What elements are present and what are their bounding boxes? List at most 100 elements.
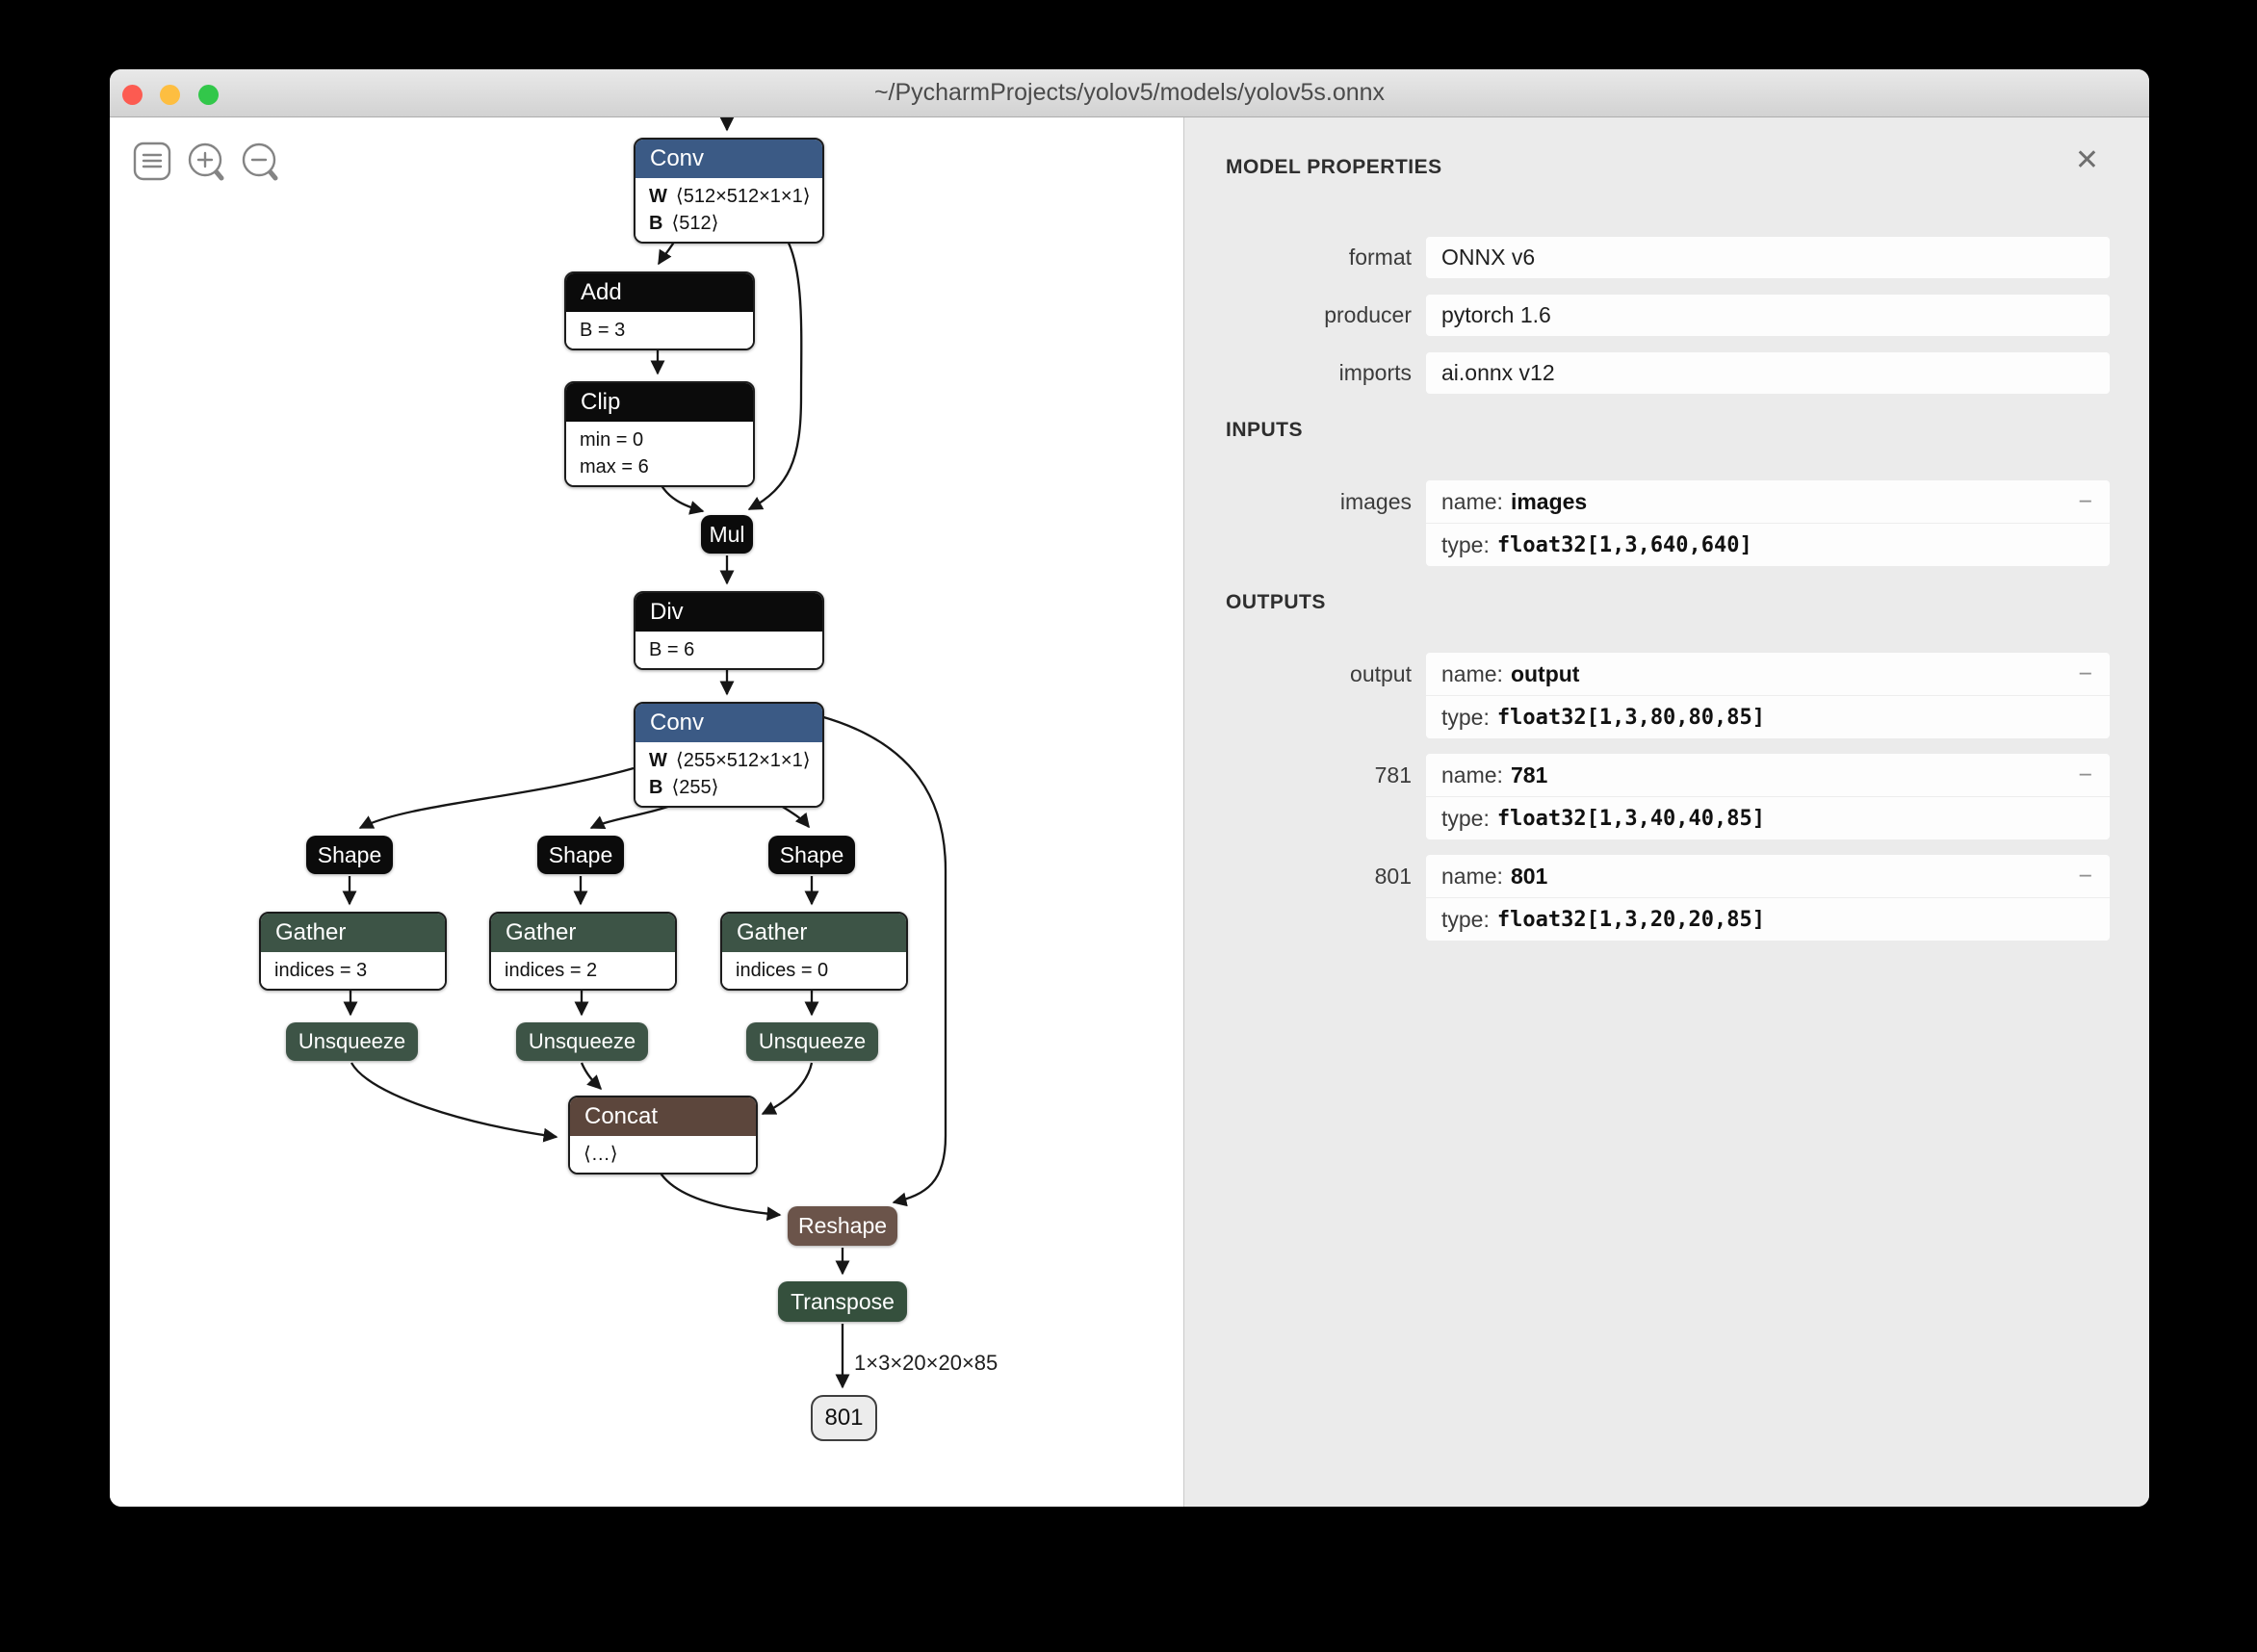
inputs-list: images name: images − type: float32[1,3,…: [1226, 480, 2149, 566]
collapse-button[interactable]: −: [2078, 863, 2092, 890]
canvas-toolbar: [133, 141, 279, 181]
property-row: producer pytorch 1.6: [1226, 295, 2149, 336]
node-conv-2[interactable]: Conv W⟨255×512×1×1⟩ B⟨255⟩: [634, 702, 824, 808]
io-label: 801: [1374, 864, 1412, 889]
node-title: Gather: [261, 914, 445, 952]
io-row: output name: output − type: float32[1,3,…: [1226, 653, 2149, 738]
titlebar[interactable]: ~/PycharmProjects/yolov5/models/yolov5s.…: [110, 69, 2149, 117]
inputs-heading: INPUTS: [1226, 419, 1304, 441]
node-attrs: min = 0 max = 6: [566, 422, 753, 485]
property-label: imports: [1338, 360, 1412, 385]
name-value: images: [1510, 488, 1588, 514]
node-shape-1[interactable]: Shape: [306, 836, 393, 874]
io-label: 781: [1374, 762, 1412, 787]
node-clip[interactable]: Clip min = 0 max = 6: [564, 381, 755, 487]
menu-button[interactable]: [133, 141, 171, 181]
name-value: 801: [1510, 863, 1548, 889]
node-mul[interactable]: Mul: [701, 515, 753, 554]
zoom-in-icon: [188, 142, 224, 181]
netron-window: ~/PycharmProjects/yolov5/models/yolov5s.…: [110, 69, 2149, 1507]
node-gather-3[interactable]: Gather indices = 0: [720, 912, 908, 991]
type-key: type:: [1441, 906, 1490, 932]
close-button[interactable]: [122, 85, 143, 105]
node-title: Concat: [570, 1097, 756, 1136]
io-item: name: 801 − type: float32[1,3,20,20,85]: [1426, 855, 2110, 941]
type-value: float32[1,3,80,80,85]: [1496, 705, 1766, 730]
type-value: float32[1,3,40,40,85]: [1496, 806, 1766, 831]
node-unsqueeze-2[interactable]: Unsqueeze: [516, 1022, 648, 1061]
property-label: format: [1348, 245, 1412, 270]
node-concat[interactable]: Concat ⟨…⟩: [568, 1096, 758, 1174]
type-key: type:: [1441, 704, 1490, 730]
type-value: float32[1,3,640,640]: [1496, 532, 1752, 557]
zoom-in-button[interactable]: [187, 141, 225, 181]
property-row: imports ai.onnx v12: [1226, 352, 2149, 394]
io-item: name: images − type: float32[1,3,640,640…: [1426, 480, 2110, 566]
menu-icon: [133, 142, 171, 181]
panel-title: MODEL PROPERTIES: [1226, 156, 1442, 178]
node-conv-1[interactable]: Conv W⟨512×512×1×1⟩ B⟨512⟩: [634, 138, 824, 244]
type-key: type:: [1441, 531, 1490, 557]
node-unsqueeze-3[interactable]: Unsqueeze: [746, 1022, 878, 1061]
node-attrs: W⟨255×512×1×1⟩ B⟨255⟩: [636, 742, 822, 806]
edge-shape-label: 1×3×20×20×85: [854, 1351, 999, 1375]
io-label: output: [1350, 661, 1412, 686]
name-value: 781: [1510, 761, 1548, 787]
node-title: Conv: [636, 140, 822, 178]
type-key: type:: [1441, 805, 1490, 831]
node-gather-2[interactable]: Gather indices = 2: [489, 912, 677, 991]
name-key: name:: [1441, 761, 1503, 787]
node-attrs: W⟨512×512×1×1⟩ B⟨512⟩: [636, 178, 822, 242]
node-title: Add: [566, 273, 753, 312]
node-attrs: ⟨…⟩: [570, 1136, 756, 1173]
format-value-field[interactable]: ONNX v6: [1426, 237, 2110, 278]
model-properties-panel: MODEL PROPERTIES ✕ format ONNX v6 produc…: [1183, 117, 2149, 1507]
outputs-list: output name: output − type: float32[1,3,…: [1226, 653, 2149, 941]
node-attrs: indices = 2: [491, 952, 675, 989]
node-title: Conv: [636, 704, 822, 742]
zoom-window-button[interactable]: [198, 85, 219, 105]
node-transpose[interactable]: Transpose: [778, 1281, 907, 1322]
node-shape-3[interactable]: Shape: [768, 836, 855, 874]
node-attrs: B = 6: [636, 632, 822, 668]
io-item: name: 781 − type: float32[1,3,40,40,85]: [1426, 754, 2110, 839]
node-attrs: indices = 0: [722, 952, 906, 989]
name-key: name:: [1441, 660, 1503, 686]
property-row: format ONNX v6: [1226, 237, 2149, 278]
node-reshape[interactable]: Reshape: [788, 1206, 897, 1246]
producer-value-field[interactable]: pytorch 1.6: [1426, 295, 2110, 336]
collapse-button[interactable]: −: [2078, 761, 2092, 788]
outputs-heading: OUTPUTS: [1226, 591, 1326, 613]
zoom-out-button[interactable]: [241, 141, 279, 181]
graph-canvas[interactable]: Conv W⟨512×512×1×1⟩ B⟨512⟩ Add B = 3 Cli…: [110, 117, 1183, 1507]
node-unsqueeze-1[interactable]: Unsqueeze: [286, 1022, 418, 1061]
io-row: 781 name: 781 − type: float32[1,3,40,40,…: [1226, 754, 2149, 839]
zoom-out-icon: [242, 142, 278, 181]
node-output-801[interactable]: 801: [811, 1395, 877, 1441]
node-attrs: B = 3: [566, 312, 753, 348]
node-add[interactable]: Add B = 3: [564, 271, 755, 350]
node-title: Div: [636, 593, 822, 632]
name-value: output: [1510, 660, 1580, 686]
node-title: Gather: [722, 914, 906, 952]
type-value: float32[1,3,20,20,85]: [1496, 907, 1766, 932]
node-title: Clip: [566, 383, 753, 422]
property-label: producer: [1324, 302, 1412, 327]
node-title: Gather: [491, 914, 675, 952]
node-div[interactable]: Div B = 6: [634, 591, 824, 670]
node-gather-1[interactable]: Gather indices = 3: [259, 912, 447, 991]
collapse-button[interactable]: −: [2078, 488, 2092, 515]
io-label: images: [1339, 489, 1412, 514]
minimize-button[interactable]: [160, 85, 180, 105]
node-attrs: indices = 3: [261, 952, 445, 989]
collapse-button[interactable]: −: [2078, 660, 2092, 687]
io-row: images name: images − type: float32[1,3,…: [1226, 480, 2149, 566]
panel-close-button[interactable]: ✕: [2071, 142, 2103, 179]
io-item: name: output − type: float32[1,3,80,80,8…: [1426, 653, 2110, 738]
name-key: name:: [1441, 863, 1503, 889]
properties-list: format ONNX v6 producer pytorch 1.6 impo…: [1226, 237, 2149, 394]
imports-value-field[interactable]: ai.onnx v12: [1426, 352, 2110, 394]
node-shape-2[interactable]: Shape: [537, 836, 624, 874]
window-title: ~/PycharmProjects/yolov5/models/yolov5s.…: [873, 79, 1386, 106]
